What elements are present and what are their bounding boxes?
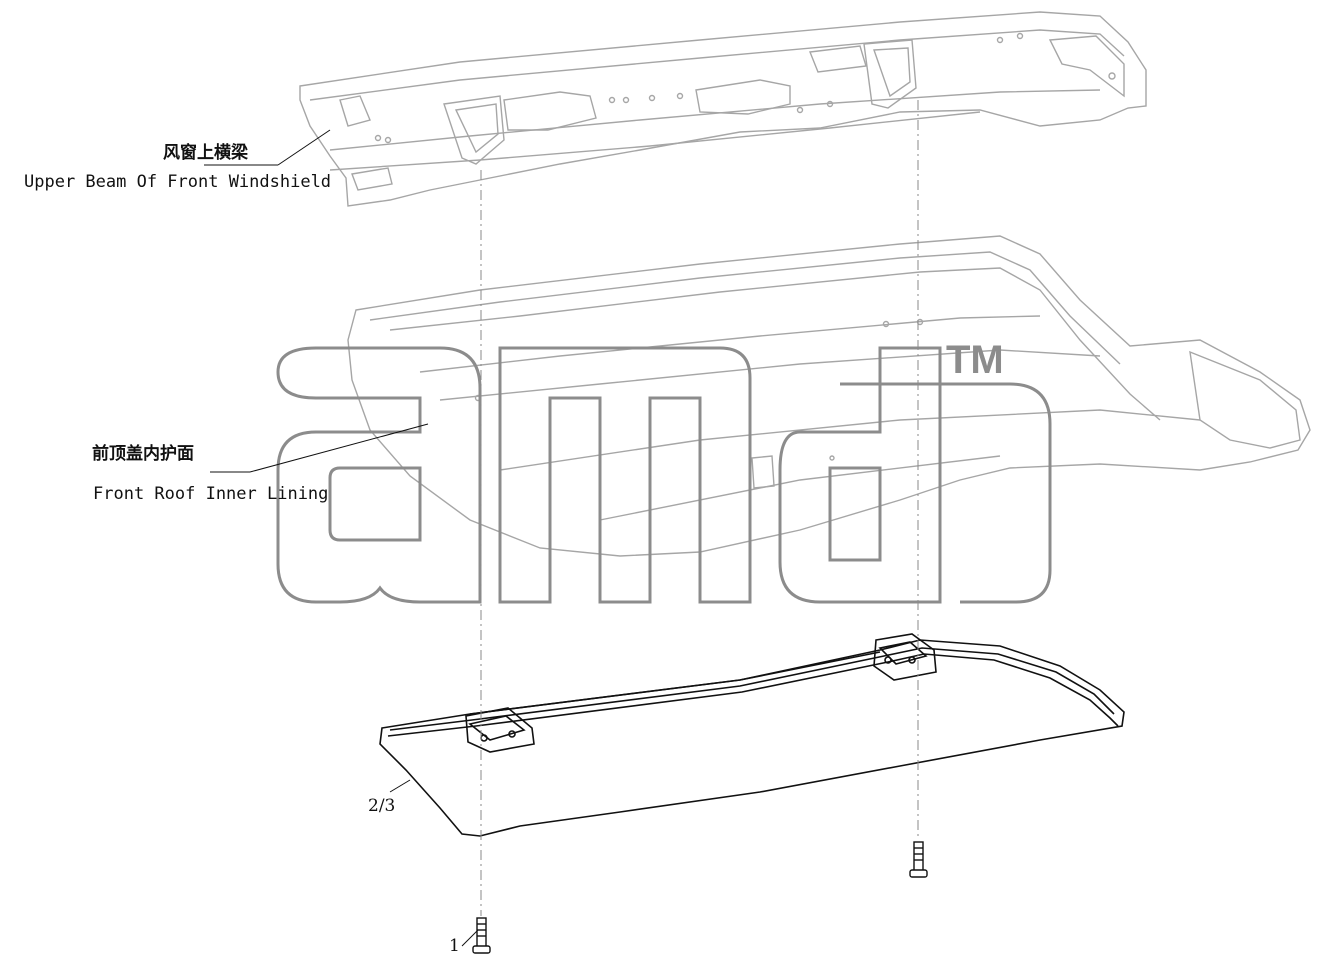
leader-screw — [461, 929, 479, 947]
beam-label-cn: 风窗上横梁 — [163, 143, 248, 163]
leader-beam-pointer — [277, 129, 331, 166]
screw-part-number: 1 — [449, 936, 460, 956]
lining-label-cn: 前顶盖内护面 — [92, 444, 194, 464]
leader-lines — [204, 129, 479, 947]
assembly-axis-lines — [480, 100, 919, 916]
screw-left — [472, 917, 491, 954]
watermark-trademark: TM — [946, 338, 1004, 382]
screw-right — [909, 841, 928, 878]
upper-beam-part — [299, 11, 1147, 207]
watermark-logo — [276, 346, 1052, 604]
sun-visor-part — [379, 633, 1125, 837]
leader-lining-pointer — [249, 423, 429, 473]
lining-label-en: Front Roof Inner Lining — [93, 484, 329, 504]
beam-label-en: Upper Beam Of Front Windshield — [24, 172, 332, 192]
leader-visor — [389, 779, 411, 793]
visor-part-number: 2/3 — [368, 796, 396, 816]
roof-lining-part — [347, 235, 1311, 557]
